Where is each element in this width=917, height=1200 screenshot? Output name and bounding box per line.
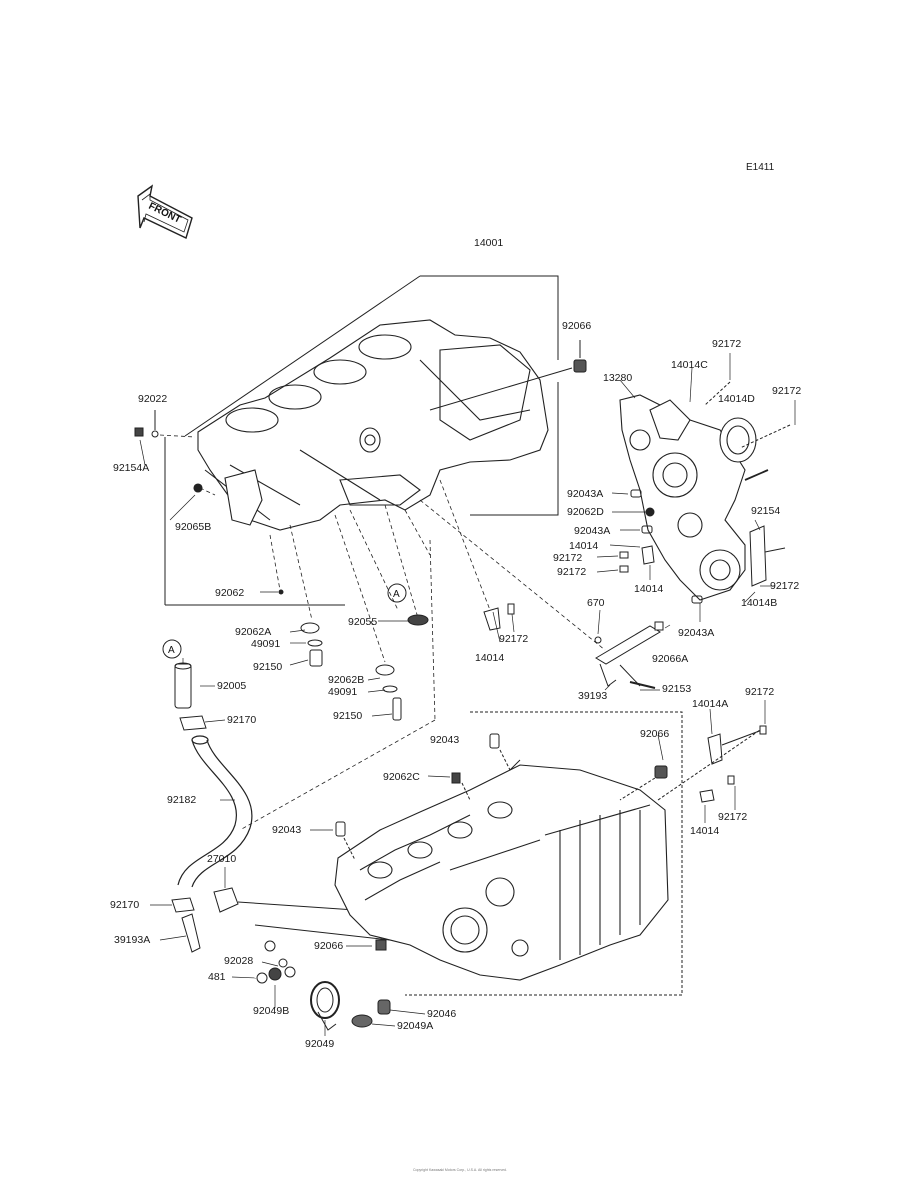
- label-92062D: 92062D: [567, 506, 604, 518]
- lower-crankcase: [334, 764, 669, 981]
- label-14014A: 14014A: [692, 698, 729, 710]
- part-92022-bolt: [134, 410, 159, 438]
- label-92028: 92028: [224, 955, 254, 967]
- label-92062A: 92062A: [235, 626, 272, 638]
- right-side-brackets: [657, 725, 767, 803]
- label-92172-r4: 92172: [745, 686, 775, 698]
- label-14014-r2: 14014: [634, 583, 664, 595]
- leader-lines: [139, 353, 796, 1036]
- label-92005: 92005: [217, 680, 247, 692]
- part-27010-switch: [213, 887, 356, 913]
- label-92062: 92062: [215, 587, 245, 599]
- label-92066-mid: 92066: [314, 940, 344, 952]
- part-92182-hose: [177, 735, 253, 888]
- part-92049A: [351, 1014, 373, 1028]
- label-92172-center: 92172: [499, 633, 529, 645]
- small-parts-left: [278, 589, 429, 721]
- part-14014-center: [483, 603, 515, 631]
- label-14014C: 14014C: [671, 359, 708, 371]
- part-39193A-pipe: [181, 913, 201, 953]
- label-92153: 92153: [662, 683, 692, 695]
- label-14014-center: 14014: [475, 652, 505, 664]
- label-92043A-2: 92043A: [574, 525, 611, 537]
- label-92172-top1: 92172: [712, 338, 742, 350]
- label-92062B: 92062B: [328, 674, 365, 686]
- small-parts-bottom-left: [254, 924, 391, 984]
- label-92065B: 92065B: [175, 521, 212, 533]
- label-14014-r1: 14014: [569, 540, 599, 552]
- label-14001: 14001: [474, 237, 504, 249]
- label-92154: 92154: [751, 505, 781, 517]
- part-92005-sleeve: [174, 662, 192, 709]
- part-92170-clamp-a: [179, 715, 207, 731]
- label-670: 670: [587, 597, 605, 609]
- label-92022: 92022: [138, 393, 168, 405]
- part-92170-clamp-b: [171, 897, 195, 913]
- label-92062C: 92062C: [383, 771, 420, 783]
- diagram-code: E1411: [746, 162, 775, 173]
- label-14014-r3: 14014: [690, 825, 720, 837]
- label-49091-a: 49091: [251, 638, 281, 650]
- label-92172-r3: 92172: [770, 580, 800, 592]
- label-14014D: 14014D: [718, 393, 755, 405]
- label-92049A: 92049A: [397, 1020, 434, 1032]
- front-arrow-icon: [137, 184, 193, 239]
- cover-small-parts: [619, 381, 791, 604]
- label-92066-top: 92066: [562, 320, 592, 332]
- label-92172-r5: 92172: [718, 811, 748, 823]
- label-92150-b: 92150: [333, 710, 363, 722]
- label-92049: 92049: [305, 1038, 335, 1050]
- part-13280-cover: [619, 394, 757, 601]
- label-92043A-3: 92043A: [678, 627, 715, 639]
- part-92049-seal: [310, 981, 340, 1031]
- label-92046: 92046: [427, 1008, 457, 1020]
- label-92170-b: 92170: [110, 899, 140, 911]
- reference-letter-a-1: A: [393, 589, 400, 600]
- part-92066-top: [429, 340, 587, 411]
- label-92055: 92055: [348, 616, 378, 628]
- label-92172-top2: 92172: [772, 385, 802, 397]
- label-92170-a: 92170: [227, 714, 257, 726]
- copyright-note: Copyright Kawasaki Motors Corp., U.S.A. …: [413, 1168, 507, 1172]
- reference-letter-a-2: A: [168, 645, 175, 656]
- label-92154A: 92154A: [113, 462, 150, 474]
- lower-case-parts: [335, 733, 668, 951]
- label-92066A: 92066A: [652, 653, 689, 665]
- guide-lines-upper: [159, 434, 606, 831]
- label-27010: 27010: [207, 853, 237, 865]
- label-39193A: 39193A: [114, 934, 151, 946]
- label-92049B: 92049B: [253, 1005, 290, 1017]
- label-92066-low: 92066: [640, 728, 670, 740]
- label-39193: 39193: [578, 690, 608, 702]
- reference-circle-a-2: [162, 639, 182, 659]
- label-92043-b: 92043: [272, 824, 302, 836]
- reference-circle-a-1: [387, 583, 407, 603]
- bracket-lower-case: [405, 711, 683, 996]
- bracket-14001: [164, 275, 559, 606]
- label-92172-r2: 92172: [557, 566, 587, 578]
- label-92182: 92182: [167, 794, 197, 806]
- label-92043-a: 92043: [430, 734, 460, 746]
- label-49091-b: 49091: [328, 686, 358, 698]
- part-92046: [377, 999, 391, 1015]
- upper-crankcase: [193, 319, 549, 531]
- label-92172-r1: 92172: [553, 552, 583, 564]
- label-14014B: 14014B: [741, 597, 778, 609]
- label-92043A-1: 92043A: [567, 488, 604, 500]
- label-13280: 13280: [603, 372, 633, 384]
- label-481: 481: [208, 971, 226, 983]
- part-39193-pipe: [594, 621, 664, 689]
- label-92150-a: 92150: [253, 661, 283, 673]
